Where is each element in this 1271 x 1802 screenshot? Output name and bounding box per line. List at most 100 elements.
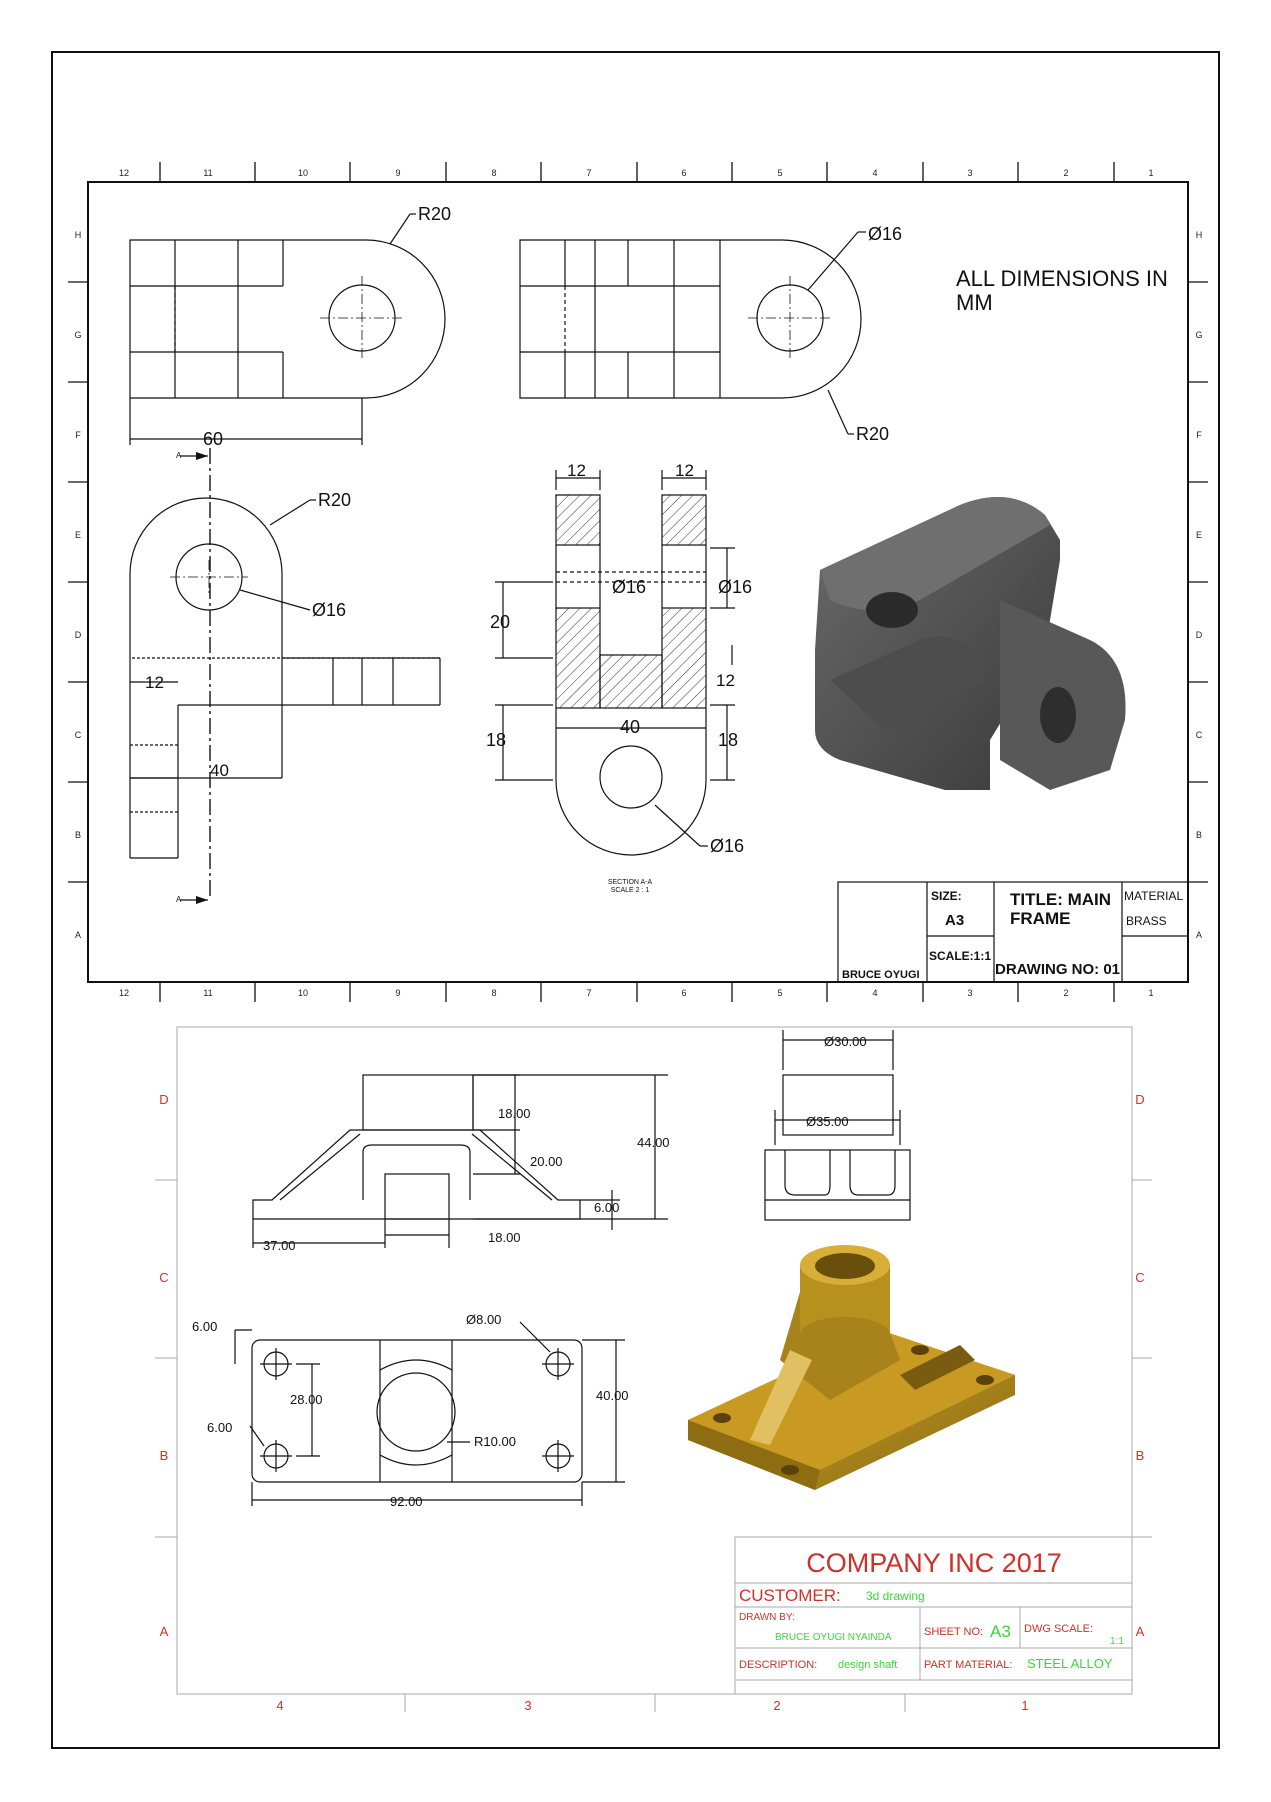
sheet2-border xyxy=(155,1026,1152,1712)
view-side xyxy=(129,448,441,901)
material-value: BRASS xyxy=(1126,914,1167,928)
zone-letter: D xyxy=(1196,630,1203,640)
dim-60: 60 xyxy=(203,429,223,449)
zone-num: 12 xyxy=(119,168,129,178)
zone-num: 4 xyxy=(872,988,877,998)
zone-num: 7 xyxy=(586,988,591,998)
description-label: DESCRIPTION: xyxy=(739,1659,817,1671)
scale-value: SCALE:1:1 xyxy=(929,949,991,963)
zone-letter: A xyxy=(1196,930,1202,940)
customer-value: 3d drawing xyxy=(866,1589,925,1603)
units-note-line2: MM xyxy=(956,290,993,315)
dim-18: 18.00 xyxy=(498,1106,531,1121)
isometric-view-grey xyxy=(815,497,1126,790)
boss-circle xyxy=(376,1372,456,1452)
dim-20: 20.00 xyxy=(530,1154,563,1169)
sheet1-zone-labels: 12 11 10 9 8 7 6 5 4 3 2 1 12 11 10 9 8 … xyxy=(74,168,1202,998)
drawn-by-label: DRAWN BY: xyxy=(739,1612,795,1623)
zone-letter: F xyxy=(75,430,81,440)
sheet1-title-block xyxy=(837,881,1189,983)
zone-num: 9 xyxy=(395,988,400,998)
zone-letter: C xyxy=(1196,730,1203,740)
dim-18: 18 xyxy=(486,730,506,750)
zone-num: 11 xyxy=(203,988,212,998)
dim-28: 28.00 xyxy=(290,1392,323,1407)
zone-letter: C xyxy=(159,1270,168,1285)
zone-letter: B xyxy=(1136,1448,1145,1463)
zone-letter: B xyxy=(160,1448,169,1463)
dim-40: 40 xyxy=(620,717,640,737)
dim-diameter-30: Ø30.00 xyxy=(824,1034,867,1049)
zone-letter: D xyxy=(1135,1092,1144,1107)
dwg-scale-value: 1:1 xyxy=(1110,1636,1124,1647)
dim-diameter-35: Ø35.00 xyxy=(806,1114,849,1129)
drawn-by-value: BRUCE OYUGI NYAINDA xyxy=(775,1632,892,1643)
zone-letter: A xyxy=(1136,1624,1145,1639)
zone-letter: B xyxy=(75,830,81,840)
dim-r20: R20 xyxy=(418,204,451,224)
view-front-bracket xyxy=(252,1074,668,1248)
title-line2: FRAME xyxy=(1010,909,1070,928)
hole-circle xyxy=(599,745,663,809)
company-name: COMPANY INC 2017 xyxy=(806,1548,1062,1578)
zone-num: 1 xyxy=(1148,168,1153,178)
zone-num: 10 xyxy=(298,168,308,178)
drawing-number: DRAWING NO: 01 xyxy=(995,961,1120,978)
dim-18: 18.00 xyxy=(488,1230,521,1245)
zone-num: 1 xyxy=(1021,1698,1028,1713)
view-top-left xyxy=(129,213,446,445)
dim-6: 6.00 xyxy=(207,1420,232,1435)
zone-letter: B xyxy=(1196,830,1202,840)
zone-letter: A xyxy=(75,930,81,940)
zone-num: 7 xyxy=(586,168,591,178)
dim-diameter-8: Ø8.00 xyxy=(466,1312,501,1327)
drawn-by: BRUCE OYUGI xyxy=(842,969,920,981)
zone-num: 5 xyxy=(777,988,782,998)
dim-44: 44.00 xyxy=(637,1135,670,1150)
sheet-no-value: A3 xyxy=(990,1622,1011,1641)
sheet2-title-block xyxy=(734,1536,1133,1695)
dim-18: 18 xyxy=(718,730,738,750)
view-top-right xyxy=(519,231,866,435)
size-value: A3 xyxy=(945,912,964,929)
dim-40: 40.00 xyxy=(596,1388,629,1403)
zone-num: 3 xyxy=(967,988,972,998)
zone-num: 2 xyxy=(1063,168,1068,178)
section-marker: A xyxy=(176,451,182,460)
section-arrow xyxy=(196,452,208,460)
zone-num: 11 xyxy=(203,168,212,178)
section-arrow xyxy=(196,896,208,904)
dim-12: 12 xyxy=(145,673,164,692)
sheet1-zone-ticks xyxy=(68,162,1208,1002)
zone-num: 3 xyxy=(967,168,972,178)
view-section-aa xyxy=(495,470,735,856)
sheet-no-label: SHEET NO: xyxy=(924,1626,983,1638)
zone-letter: E xyxy=(75,530,81,540)
dim-6: 6.00 xyxy=(192,1319,217,1334)
zone-letter: E xyxy=(1196,530,1202,540)
zone-letter: D xyxy=(159,1092,168,1107)
page-border xyxy=(51,51,1220,1749)
dim-6: 6.00 xyxy=(594,1200,619,1215)
zone-num: 8 xyxy=(491,168,496,178)
zone-num: 3 xyxy=(524,1698,531,1713)
view-right-bracket xyxy=(764,1030,911,1221)
zone-letter: F xyxy=(1196,430,1202,440)
dim-diameter-16: Ø16 xyxy=(718,577,752,597)
part-material-value: STEEL ALLOY xyxy=(1027,1656,1113,1671)
dim-20: 20 xyxy=(490,612,510,632)
material-label: MATERIAL xyxy=(1124,889,1183,903)
zone-letter: G xyxy=(1195,330,1202,340)
customer-label: CUSTOMER: xyxy=(739,1586,841,1605)
zone-letter: C xyxy=(75,730,82,740)
dim-92: 92.00 xyxy=(390,1494,423,1509)
sheet2-zone-labels: D C B A D C B A 4 3 2 1 xyxy=(159,1092,1144,1713)
zone-num: 9 xyxy=(395,168,400,178)
isometric-view-brass xyxy=(688,1245,1015,1490)
zone-letter: H xyxy=(75,230,82,240)
dim-r20: R20 xyxy=(856,424,889,444)
dim-r20: R20 xyxy=(318,490,351,510)
sheet-main-frame xyxy=(68,162,1208,1002)
zone-num: 2 xyxy=(1063,988,1068,998)
zone-letter: H xyxy=(1196,230,1203,240)
